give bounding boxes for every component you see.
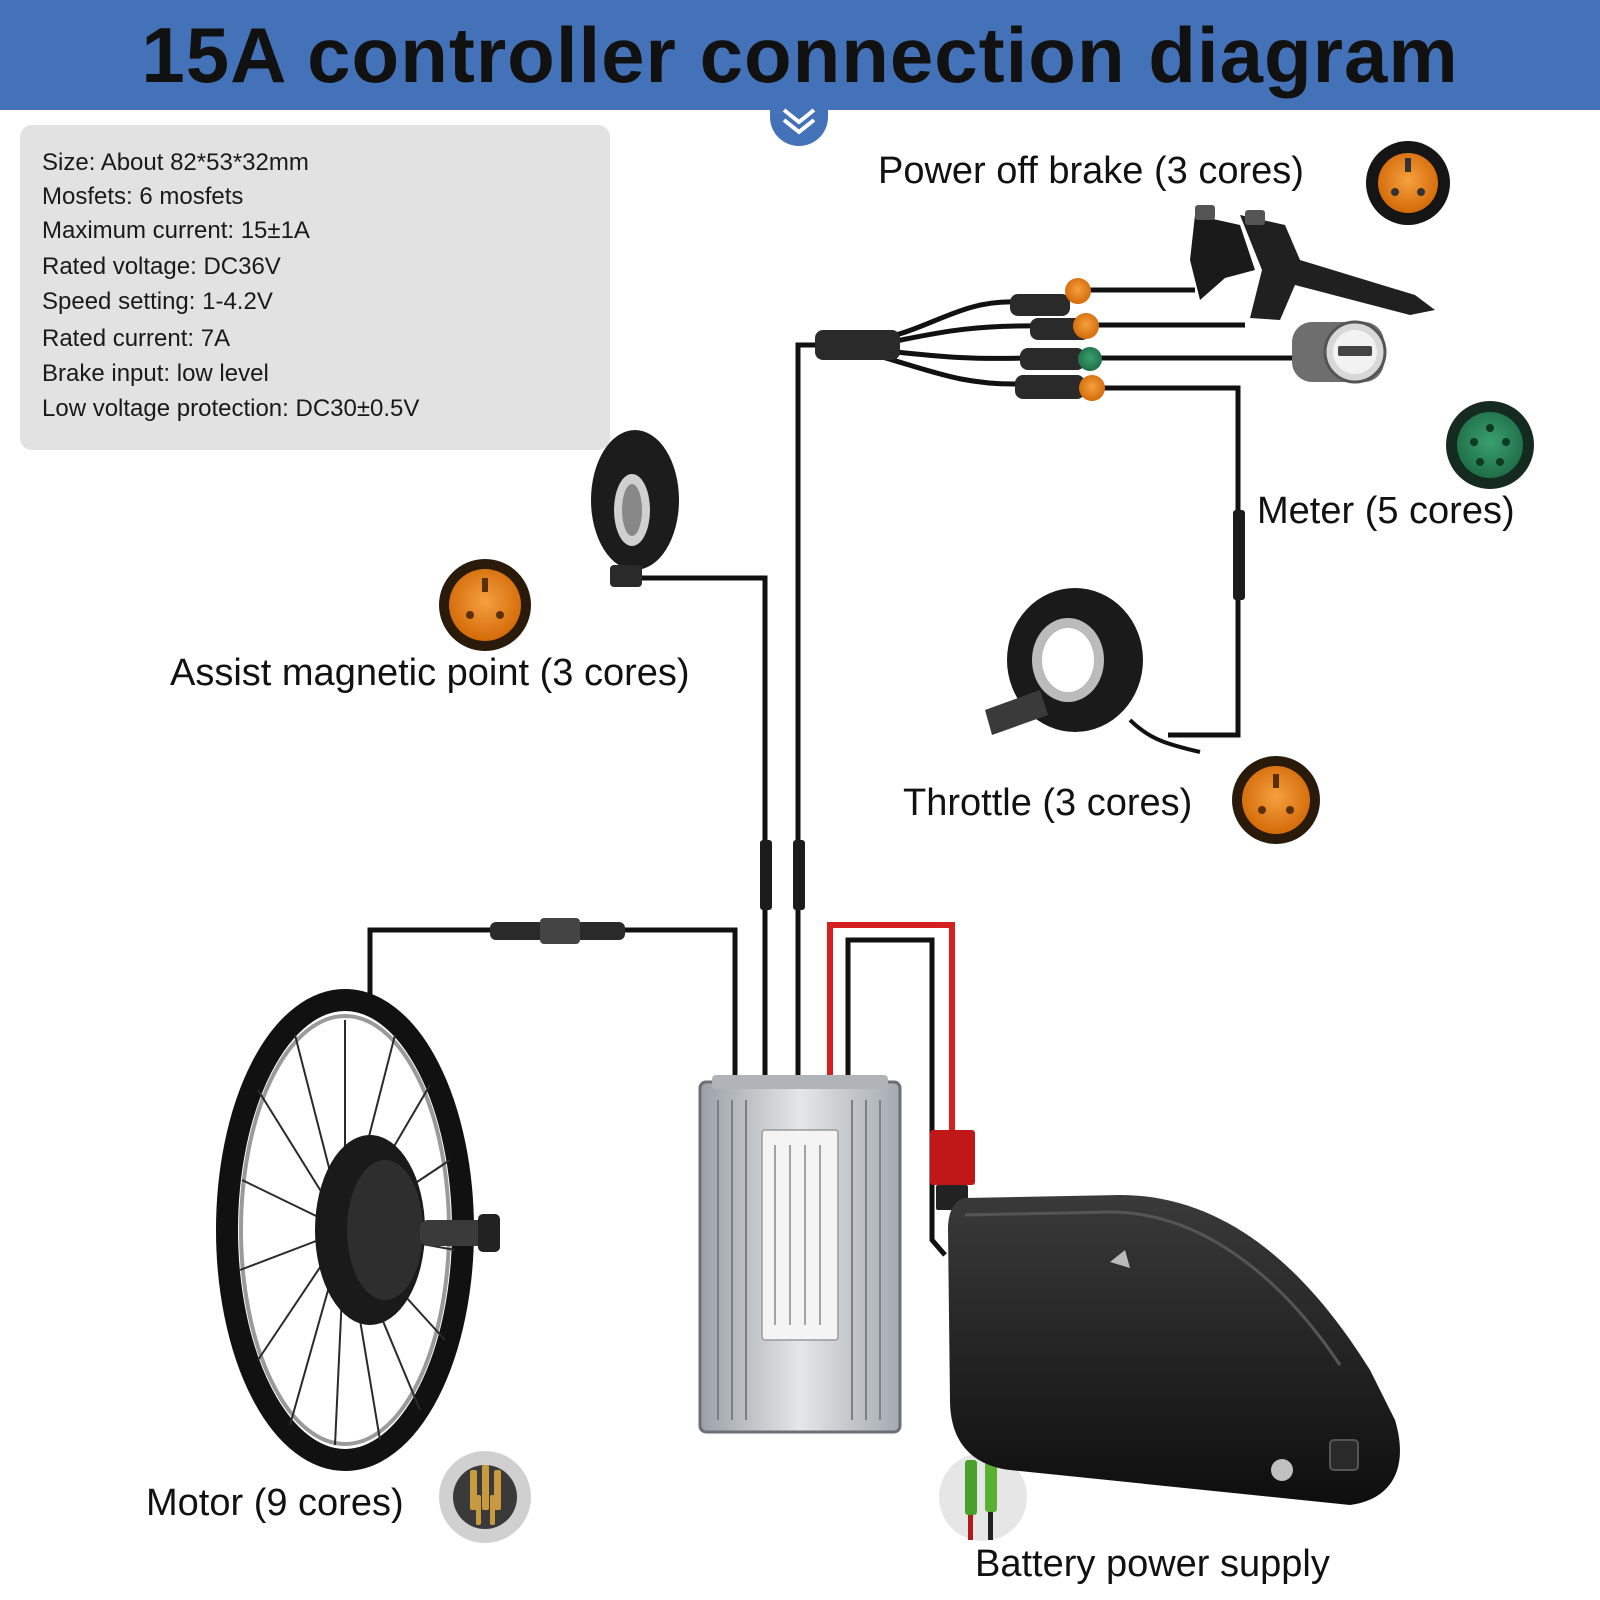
assist-sensor-image: [591, 430, 679, 587]
header-banner: 15A controller connection diagram: [0, 0, 1600, 110]
label-battery-power-supply: Battery power supply: [975, 1543, 1330, 1585]
spec-rated-current: Rated current: 7A: [42, 325, 231, 352]
harness-plugs: [1010, 278, 1105, 401]
spec-brake-input: Brake input: low level: [42, 360, 269, 387]
meter-display-image: [1292, 320, 1387, 384]
spec-low-voltage: Low voltage protection: DC30±0.5V: [42, 395, 420, 422]
label-motor: Motor (9 cores): [146, 1482, 404, 1524]
brake-levers-image: [1190, 205, 1435, 320]
motor-wheel-image: [216, 989, 500, 1471]
battery-connector-icon: [939, 1453, 1027, 1541]
controller-box-image: [698, 1075, 902, 1434]
spec-size: Size: About 82*53*32mm: [42, 149, 309, 176]
red-power-wire: [827, 922, 955, 1130]
label-meter: Meter (5 cores): [1257, 490, 1515, 532]
chevron-down-badge: [770, 96, 828, 146]
chevron-down-icon: [782, 108, 816, 135]
spec-mosfets: Mosfets: 6 mosfets: [42, 183, 244, 210]
page-title: 15A controller connection diagram: [141, 10, 1459, 99]
spec-max-current: Maximum current: 15±1A: [42, 217, 310, 244]
throttle-connector-icon: [1232, 756, 1320, 844]
throttle-image: [985, 588, 1201, 754]
motor-connector-icon: [439, 1451, 531, 1543]
assist-connector-icon: [439, 559, 531, 651]
brake-connector-icon: [1366, 141, 1450, 225]
spec-panel: Size: About 82*53*32mm Mosfets: 6 mosfet…: [20, 125, 610, 450]
battery-pack-image: [948, 1195, 1400, 1505]
label-assist-magnetic-point: Assist magnetic point (3 cores): [170, 652, 690, 694]
label-power-off-brake: Power off brake (3 cores): [878, 150, 1304, 192]
spec-speed-setting: Speed setting: 1-4.2V: [42, 288, 273, 315]
spec-rated-voltage: Rated voltage: DC36V: [42, 253, 281, 280]
meter-connector-icon: [1446, 401, 1534, 489]
label-throttle: Throttle (3 cores): [903, 782, 1193, 824]
inline-connectors: [490, 330, 1245, 1210]
